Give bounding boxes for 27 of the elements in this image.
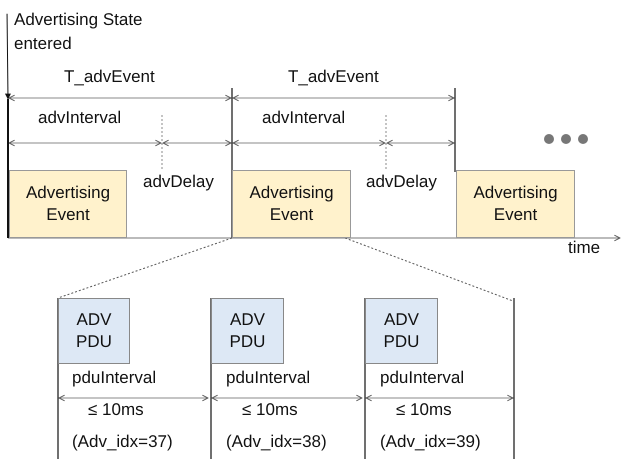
annotation-text: Advertising State entered <box>6 6 156 58</box>
event-box: Advertising Event <box>456 170 575 238</box>
pdu-box: ADV PDU <box>58 298 130 364</box>
dimension-label: T_advEvent <box>288 67 379 87</box>
pdu-box: ADV PDU <box>365 298 438 364</box>
index-label: (Adv_idx=37) <box>72 432 173 452</box>
dimension-label: T_advEvent <box>64 67 155 87</box>
zoom-line <box>344 238 514 302</box>
dimension-label: advInterval <box>38 108 122 128</box>
dimension-label: ≤ 10ms <box>242 400 298 420</box>
pdu-box: ADV PDU <box>211 298 284 364</box>
dimension-label: pduInterval <box>380 368 464 388</box>
dimension-label: pduInterval <box>72 368 156 388</box>
arrow <box>4 13 11 100</box>
event-box: Advertising Event <box>232 170 351 238</box>
zoom-line <box>58 238 232 298</box>
dimension-label: pduInterval <box>226 368 310 388</box>
dimension-label: ≤ 10ms <box>88 400 144 420</box>
dimension-label: ≤ 10ms <box>396 400 452 420</box>
dimension-label: advInterval <box>262 108 346 128</box>
axis-label: time <box>568 238 600 258</box>
index-label: (Adv_idx=39) <box>380 432 481 452</box>
index-label: (Adv_idx=38) <box>226 432 327 452</box>
dimension-label: advDelay <box>366 172 437 192</box>
event-box: Advertising Event <box>9 170 127 238</box>
dimension-label: advDelay <box>143 172 214 192</box>
marker-line <box>7 99 9 238</box>
